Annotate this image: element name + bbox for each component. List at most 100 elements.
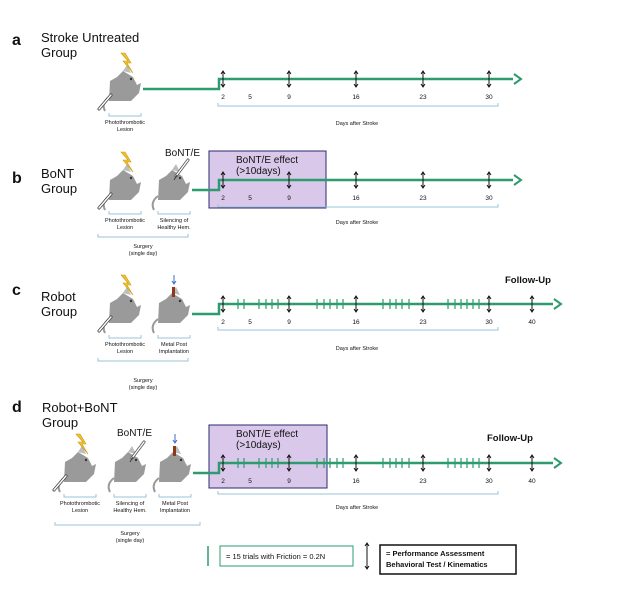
procedure-bracket [108,113,142,117]
mouse-body [109,71,141,101]
group-title-line: Group [42,415,78,430]
mouse-eye [84,458,88,462]
procedure-bracket [157,335,191,339]
surgery-bracket [97,234,189,238]
day-label: 40 [528,478,536,485]
mouse-ear [172,164,180,172]
day-label: 2 [221,195,225,202]
fiber-core [98,316,112,332]
day-label: 9 [287,94,291,101]
assessment-arrow [220,171,226,189]
days-caption: Days after Stroke [336,346,379,352]
mouse-eye [129,299,133,303]
mouse-eye [134,458,138,462]
procedure-bracket [108,211,142,215]
surgery-label: (single day) [116,538,145,544]
mouse-body [64,452,96,482]
legend-assessment-arrow-icon [364,542,370,570]
day-label: 5 [248,195,252,202]
timeline-line [143,77,513,91]
surgery-label: Surgery [133,244,153,250]
procedure-label: Lesion [117,225,133,231]
mouse-body [159,452,191,482]
bont-effect-label: BoNT/E effect [236,429,298,440]
mouse-lesion-icon [97,274,141,334]
procedure-bracket [63,494,97,498]
timeline-line [192,302,553,316]
mouse-eye [178,176,182,180]
procedure-label: Metal Post [162,501,188,507]
bont-label: BoNT/E [117,428,152,439]
group-title-line: Group [41,181,77,196]
mouse-body [114,452,146,482]
day-label: 23 [419,478,427,485]
mouse-lesion-icon [97,52,141,112]
legend-assessment-label: = Performance Assessment [386,549,485,558]
mouse-ear [123,65,131,73]
day-label: 40 [528,319,536,326]
procedure-label: Silencing of [160,218,189,224]
group-title-line: Stroke Untreated [41,30,139,45]
day-label: 9 [287,195,291,202]
lightning-icon [120,151,134,173]
mouse-post-icon [151,275,190,334]
panel-letter: b [12,170,22,187]
timeline-arrowhead [553,457,563,469]
day-label: 2 [221,94,225,101]
surgery-bracket [54,522,201,526]
mouse-body [109,170,141,200]
mouse-lesion-icon [97,151,141,211]
day-label: 16 [352,195,360,202]
legend-assessment-box [379,544,517,575]
surgery-label: (single day) [129,385,158,391]
days-caption: Days after Stroke [336,505,379,511]
mouse-inject-icon [151,158,190,211]
mouse-eye [178,299,182,303]
assessment-arrow [420,295,426,313]
assessment-arrow [353,295,359,313]
day-label: 23 [419,319,427,326]
follow-up-label: Follow-Up [487,433,533,444]
mouse-body [158,170,190,200]
bont-effect-label: (>10days) [236,166,281,177]
timeline-arrowhead [553,298,563,310]
legend-trials-label: = 15 trials with Friction = 0.2N [226,552,325,561]
assessment-arrow [286,171,292,189]
panel-letter: c [12,282,21,299]
syringe-barrel [175,159,189,177]
lightning-icon [75,433,89,455]
timeline-arrowhead [513,73,523,85]
mouse-eye [129,77,133,81]
day-label: 2 [221,319,225,326]
legend: = 15 trials with Friction = 0.2N = Perfor… [207,542,517,575]
surgery-bracket [97,358,189,362]
day-label: 30 [485,94,493,101]
group-title-line: BoNT [41,166,74,181]
days-bracket [217,491,499,495]
assessment-arrow [286,295,292,313]
procedure-label: Photothrombotic [105,218,145,224]
mouse-body [158,293,190,323]
procedure-label: Silencing of [116,501,145,507]
day-label: 5 [248,478,252,485]
procedure-label: Lesion [117,349,133,355]
down-arrow-icon [172,434,178,444]
assessment-arrow [486,171,492,189]
mouse-tail [152,477,160,493]
lightning-icon [120,52,134,74]
assessment-arrow [220,454,226,472]
procedure-label: Photothrombotic [60,501,100,507]
procedure-label: Photothrombotic [105,342,145,348]
day-label: 30 [485,478,493,485]
assessment-arrow [353,454,359,472]
mouse-ear [123,164,131,172]
day-label: 30 [485,319,493,326]
panel-letter: d [12,399,22,416]
fiber-core [53,475,67,491]
mouse-body [109,293,141,323]
procedure-label: Healthy Hem. [113,508,147,514]
mouse-ear [78,446,86,454]
